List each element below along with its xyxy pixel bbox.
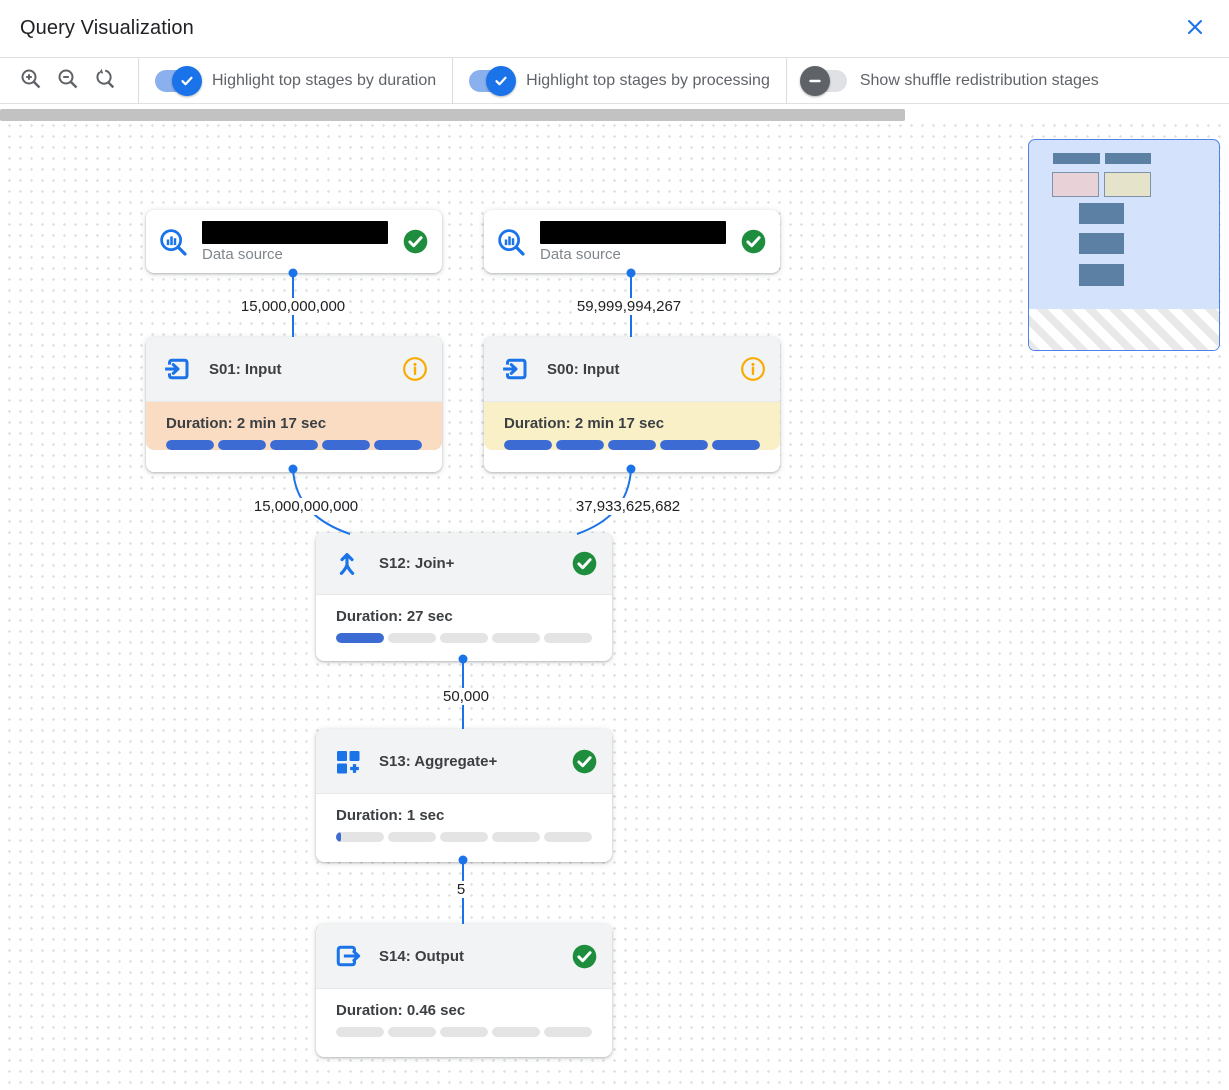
stage-header: S00: Input (484, 337, 780, 402)
data-source-info: Data source (540, 220, 740, 263)
stage-header: S13: Aggregate+ (316, 729, 612, 794)
join-stage-icon (332, 549, 362, 579)
duration-label: Duration: 0.46 sec (336, 1002, 466, 1019)
toggle-knob (799, 65, 830, 96)
output-stage-icon (332, 941, 362, 971)
data-source-label: Data source (540, 245, 621, 263)
duration-label: Duration: 2 min 17 sec (504, 415, 665, 432)
stage-node-s14[interactable]: S14: Output Duration: 0.46 sec (316, 924, 612, 1057)
aggregate-stage-icon (332, 746, 362, 776)
duration-progress-bar (336, 832, 592, 842)
stage-duration-panel: Duration: 0.46 sec (316, 989, 612, 1037)
edge-row-count: 15,000,000,000 (237, 298, 349, 315)
data-source-label: Data source (202, 245, 283, 263)
data-source-node-2[interactable]: Data source (484, 210, 780, 273)
edge-row-count: 50,000 (440, 688, 492, 705)
zoom-reset-button[interactable] (92, 68, 118, 94)
zoom-in-button[interactable] (18, 68, 44, 94)
toggle-label-processing: Highlight top stages by processing (526, 71, 770, 89)
duration-progress-bar (504, 440, 760, 450)
zoom-out-button[interactable] (55, 68, 81, 94)
duration-progress-bar (336, 633, 592, 643)
input-stage-icon (162, 354, 192, 384)
stage-node-s01[interactable]: S01: Input Duration: 2 min 17 sec (146, 337, 442, 472)
stage-title: S00: Input (547, 360, 620, 378)
info-icon[interactable] (740, 356, 766, 382)
stage-title: S01: Input (209, 360, 282, 378)
graph-canvas[interactable]: 15,000,000,000 59,999,994,267 15,000,000… (0, 104, 1229, 1090)
stage-duration-panel: Duration: 1 sec (316, 794, 612, 842)
toggle-knob (172, 65, 202, 96)
duration-progress-bar (336, 1027, 592, 1037)
stage-header: S12: Join+ (316, 533, 612, 595)
minimap-node-highlight-duration (1052, 172, 1099, 197)
zoom-reset-icon (93, 67, 117, 94)
dialog-header: Query Visualization (0, 0, 1229, 58)
success-check-icon (571, 550, 598, 577)
duration-label: Duration: 1 sec (336, 807, 445, 824)
toggle-group-duration: Highlight top stages by duration (155, 65, 437, 96)
data-source-node-1[interactable]: Data source (146, 210, 442, 273)
stage-duration-panel: Duration: 2 min 17 sec (484, 402, 780, 450)
info-icon[interactable] (402, 356, 428, 382)
stage-duration-panel: Duration: 27 sec (316, 595, 612, 643)
data-source-icon (158, 227, 188, 257)
data-source-info: Data source (202, 220, 402, 263)
stage-node-s13[interactable]: S13: Aggregate+ Duration: 1 sec (316, 729, 612, 862)
toggle-label-duration: Highlight top stages by duration (212, 71, 437, 89)
minimap-node (1053, 153, 1100, 164)
stage-node-s12[interactable]: S12: Join+ Duration: 27 sec (316, 533, 612, 661)
minimap-node-highlight-processing (1104, 172, 1151, 197)
minimap[interactable] (1028, 139, 1220, 351)
close-icon (1185, 17, 1205, 40)
edge-row-count: 37,933,625,682 (572, 498, 684, 515)
zoom-in-icon (19, 67, 43, 94)
close-button[interactable] (1181, 15, 1209, 43)
toolbar-divider (785, 57, 787, 104)
edge-row-count: 15,000,000,000 (250, 498, 362, 515)
stage-title: S14: Output (379, 947, 464, 965)
page-title: Query Visualization (20, 17, 194, 39)
stage-duration-panel: Duration: 2 min 17 sec (146, 402, 442, 450)
success-check-icon (571, 748, 598, 775)
toolbar-divider (138, 57, 139, 104)
toolbar-divider (452, 57, 454, 104)
toggle-label-shuffle: Show shuffle redistribution stages (859, 71, 1099, 89)
redacted-table-name (202, 220, 388, 244)
highlight-duration-toggle[interactable] (155, 65, 202, 96)
zoom-out-icon (56, 67, 80, 94)
duration-label: Duration: 2 min 17 sec (166, 415, 327, 432)
toggle-group-processing: Highlight top stages by processing (469, 65, 770, 96)
toggle-group-shuffle: Show shuffle redistribution stages (799, 65, 1099, 96)
minimap-node (1079, 203, 1124, 224)
horizontal-scrollbar[interactable] (0, 109, 905, 121)
minimap-node (1079, 264, 1124, 286)
stage-title: S13: Aggregate+ (379, 752, 498, 770)
success-check-icon (402, 228, 429, 255)
edge-row-count: 59,999,994,267 (573, 298, 685, 315)
duration-label: Duration: 27 sec (336, 608, 453, 625)
highlight-processing-toggle[interactable] (469, 65, 517, 96)
stage-node-s00[interactable]: S00: Input Duration: 2 min 17 sec (484, 337, 780, 472)
minimap-node (1105, 153, 1151, 164)
minimap-node (1079, 233, 1124, 254)
success-check-icon (740, 228, 767, 255)
edge-row-count: 5 (453, 881, 469, 898)
duration-progress-bar (166, 440, 422, 450)
show-shuffle-toggle[interactable] (799, 65, 847, 96)
redacted-table-name (540, 220, 726, 244)
minimap-overflow-hatch (1029, 309, 1219, 350)
stage-header: S01: Input (146, 337, 442, 402)
toggle-knob (486, 65, 517, 96)
dot-grid-background (0, 124, 1229, 1090)
input-stage-icon (500, 354, 530, 384)
data-source-icon (496, 227, 526, 257)
stage-header: S14: Output (316, 924, 612, 989)
success-check-icon (571, 943, 598, 970)
toolbar: Highlight top stages by duration Highlig… (0, 57, 1229, 104)
stage-title: S12: Join+ (379, 555, 455, 572)
